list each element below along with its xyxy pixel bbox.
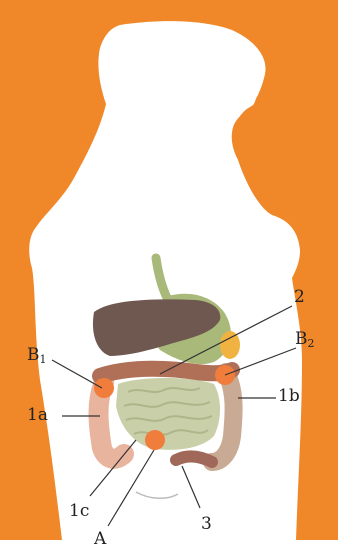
label-a: A: [94, 531, 106, 548]
label-2: 2: [294, 289, 305, 306]
label-b1: B1: [27, 347, 47, 365]
marker-a: [145, 430, 165, 450]
sigmoid-colon: [176, 456, 212, 462]
label-1a: 1a: [27, 407, 48, 424]
right-margin: [338, 0, 349, 559]
gallbladder: [220, 331, 240, 359]
label-1c: 1c: [69, 503, 89, 520]
label-1b: 1b: [278, 388, 300, 405]
label-3: 3: [201, 516, 212, 533]
transverse-colon: [100, 369, 232, 376]
bottom-margin: [0, 540, 349, 559]
marker-b1: [94, 378, 114, 398]
label-b2: B2: [295, 331, 315, 349]
